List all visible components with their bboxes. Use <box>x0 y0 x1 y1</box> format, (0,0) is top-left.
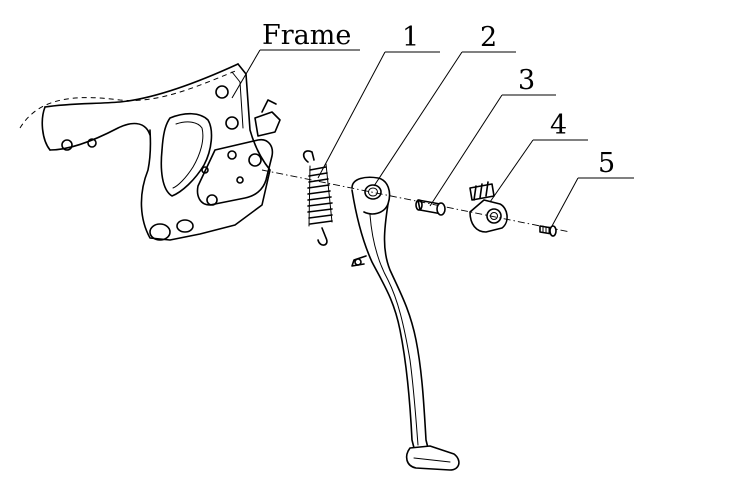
bracket-tab <box>254 111 281 137</box>
part-1-label: 1 <box>402 22 419 53</box>
stand-spring-pin-head <box>354 258 362 266</box>
stand-pivot-hole-inner <box>368 187 378 197</box>
stand-leg-left <box>351 189 415 449</box>
part-5-leader <box>551 177 579 227</box>
frame-tube-end <box>41 106 51 151</box>
switch-hole <box>486 208 502 224</box>
frame-tube-bottom <box>49 122 151 151</box>
mounting-plate <box>196 138 274 206</box>
sidestand-part <box>351 176 460 471</box>
spring-hook-bottom <box>317 227 328 246</box>
part-2-leader <box>373 51 463 187</box>
frame-tube-dashed <box>19 69 239 129</box>
frame-lower-boss <box>149 223 171 241</box>
bolt-end <box>415 199 423 211</box>
bracket-hole-mid <box>225 116 239 130</box>
frame-window <box>160 112 213 197</box>
callout-leaders <box>231 49 634 227</box>
plate-hole-5 <box>201 166 209 174</box>
callout-labels: Frame 1 2 3 4 5 <box>262 20 615 179</box>
part-2-label: 2 <box>480 22 497 53</box>
bracket-tab-hook <box>261 99 277 113</box>
stand-pivot-hole <box>364 184 382 200</box>
screw-part <box>539 225 557 237</box>
frame-lower-boss-2 <box>176 219 194 233</box>
stand-foot <box>405 445 460 471</box>
assembly-axis <box>261 169 571 233</box>
stand-head <box>351 176 391 215</box>
frame-leader <box>231 49 261 99</box>
switch-part <box>469 181 508 233</box>
screw-thread <box>542 225 550 234</box>
stand-leg-right <box>383 203 429 449</box>
part-3-label: 3 <box>518 65 535 96</box>
part-4-leader <box>489 139 534 203</box>
frame-window-inner <box>172 121 204 189</box>
bracket-hole-top <box>215 85 229 99</box>
plate-hole-2 <box>248 153 262 167</box>
frame-hole-2 <box>87 138 97 148</box>
switch-hole-inner <box>490 212 498 220</box>
part-5-label: 5 <box>598 148 615 179</box>
spring-part <box>302 150 333 246</box>
frame-bracket-outline <box>140 63 271 241</box>
stand-foot-line <box>413 457 451 463</box>
frame-tube-top <box>44 63 239 108</box>
part-1-leader <box>317 51 386 179</box>
bolt-head <box>436 202 446 216</box>
plate-hole-1 <box>227 150 237 160</box>
spring-sides <box>308 163 333 227</box>
plate-hole-3 <box>236 176 244 184</box>
screw-head <box>549 225 557 237</box>
spring-coils <box>307 166 333 225</box>
spring-hook-top <box>302 150 315 163</box>
stand-leg-rib <box>369 214 419 446</box>
frame-label: Frame <box>262 20 351 51</box>
part-4-label: 4 <box>550 110 567 141</box>
frame-part <box>19 63 281 241</box>
frame-hole-1 <box>61 139 73 151</box>
frame-bracket-edge <box>231 71 244 129</box>
part-3-leader <box>429 94 503 207</box>
switch-body <box>469 199 508 233</box>
plate-hole-4 <box>206 194 218 206</box>
